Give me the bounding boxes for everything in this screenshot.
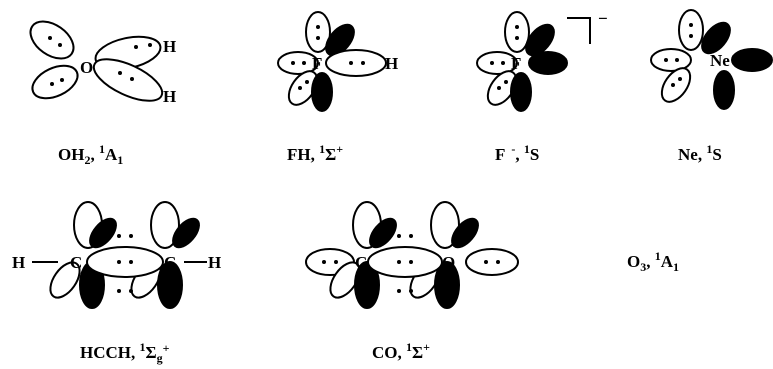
fh-lobe-top: [305, 11, 331, 53]
fminus-label: F-, 1S: [495, 142, 539, 164]
co-lobe-bottom-o-filled: [434, 261, 460, 309]
co-pi-dots: [397, 234, 413, 293]
fh-lobe-left: [277, 51, 319, 75]
hcch-carbon-left: C: [70, 253, 82, 272]
hcch-carbon-right: C: [164, 253, 176, 272]
ne-lobe-bottom-left: [660, 67, 692, 103]
co-carbon-atom: C: [355, 253, 367, 272]
fh-molecule: F H FH, 1Σ+: [277, 11, 398, 164]
fminus-lobe-top: [504, 11, 530, 53]
co-bond: [367, 246, 443, 278]
co-oxygen-atom: O: [442, 253, 455, 272]
fh-fluorine-atom: F: [312, 54, 322, 73]
co-lobe-top-c-filled: [369, 217, 397, 249]
fminus-lobe-left: [476, 51, 518, 75]
hcch-molecule: H C C H HCCH, 1Σg+: [12, 201, 221, 365]
hcch-lobe-top-left-filled: [89, 217, 117, 249]
fh-label: FH, 1Σ+: [287, 142, 343, 164]
fminus-fluorine-atom: F: [511, 54, 521, 73]
oh2-oxygen-atom: O: [80, 58, 93, 77]
fminus-charge: −: [598, 9, 608, 28]
fminus-lobe-top-right: [525, 23, 555, 57]
co-label: CO, 1Σ+: [372, 340, 430, 362]
oh2-hydrogen-top: H: [163, 37, 176, 56]
ne-neon-atom: Ne: [710, 51, 730, 70]
fh-hydrogen-atom: H: [385, 54, 398, 73]
hcch-lobe-top-right: [150, 201, 180, 249]
fh-lobe-bottom-left: [287, 70, 319, 106]
hcch-hydrogen-left: H: [12, 253, 25, 272]
ne-label: Ne, 1S: [678, 142, 722, 164]
co-lobe-right-o: [465, 248, 519, 276]
fminus-lobe-bottom: [510, 72, 532, 112]
o3-label: O3, 1A1: [627, 249, 679, 274]
hcch-hydrogen-right: H: [208, 253, 221, 272]
oh2-bond-bottom: [92, 58, 164, 102]
oh2-molecule: O H H OH2, 1A1: [29, 20, 176, 167]
ne-lobe-top-right: [701, 21, 731, 55]
hcch-cc-bond: [86, 246, 164, 278]
ne-molecule: Ne Ne, 1S: [650, 9, 773, 164]
fminus-lobe-right: [528, 51, 568, 75]
oh2-hydrogen-bottom: H: [163, 87, 176, 106]
fminus-bracket: [567, 17, 591, 44]
fh-lobe-top-right: [325, 23, 355, 57]
ne-lobe-top: [678, 9, 704, 51]
oh2-label: OH2, 1A1: [58, 142, 123, 167]
co-lobe-bottom-c: [329, 261, 361, 299]
oh2-lone-pair-bottom: [31, 64, 79, 100]
hcch-lobe-top-right-filled: [172, 217, 200, 249]
co-molecule: C O CO, 1Σ+: [305, 201, 519, 362]
oh2-lone-pair-top: [29, 20, 75, 60]
hcch-lobe-bottom-right-filled: [157, 261, 183, 309]
ne-lobe-bottom: [713, 70, 735, 110]
hcch-label: HCCH, 1Σg+: [80, 340, 170, 365]
ne-lobe-left: [650, 48, 692, 72]
fh-lobe-bottom: [311, 72, 333, 112]
hcch-lobe-bottom-left: [49, 261, 81, 299]
co-lobe-top-o-filled: [451, 217, 479, 249]
fminus-molecule: F − F-, 1S: [476, 9, 608, 164]
ne-lobe-right: [731, 48, 773, 72]
fh-bond: [325, 49, 387, 77]
hcch-pi-dots: [117, 234, 133, 293]
